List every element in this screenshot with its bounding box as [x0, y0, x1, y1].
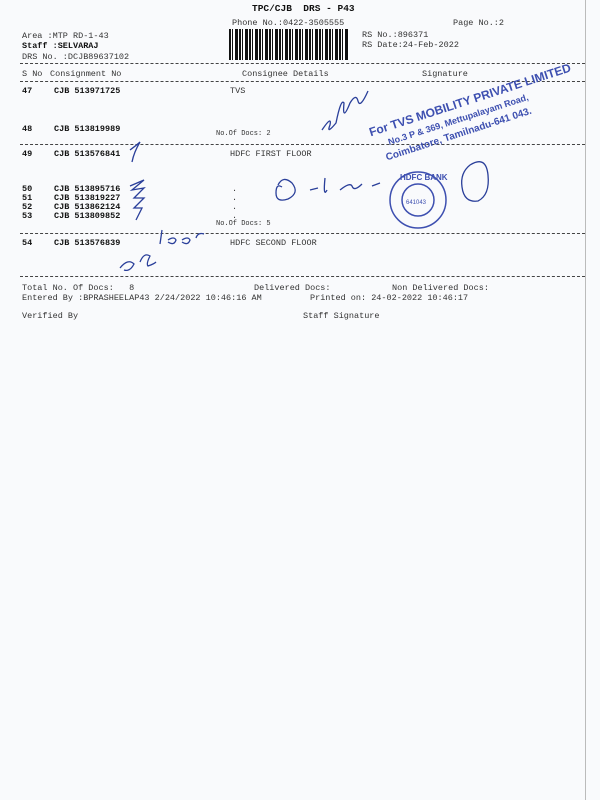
divider: [20, 81, 585, 82]
svg-text:HDFC BANK: HDFC BANK: [400, 173, 448, 182]
rs-number: RS No.:896371: [362, 30, 429, 40]
row-consignment: CJB 513576839: [54, 238, 121, 248]
tick-mark: [129, 179, 146, 221]
non-delivered-docs: Non Delivered Docs:: [392, 283, 489, 293]
tvs-signature: [321, 90, 369, 131]
divider: [20, 63, 585, 64]
drs-number: DRS No. :DCJB89637102: [22, 52, 130, 62]
row-details: .: [232, 193, 238, 203]
col-details: Consignee Details: [242, 69, 329, 79]
row-consignment: CJB 513895716: [54, 184, 121, 194]
row-sno: 54: [22, 238, 33, 248]
col-consignment: Consignment No: [50, 69, 122, 79]
row-consignment: CJB 513819989: [54, 124, 121, 134]
phone: Phone No.:0422-3505555: [232, 18, 345, 28]
row-sno: 51: [22, 193, 33, 203]
divider: [20, 276, 585, 277]
col-signature: Signature: [422, 69, 468, 79]
row-sno: 48: [22, 124, 33, 134]
svg-text:641043: 641043: [406, 200, 427, 206]
verified-by: Verified By: [22, 311, 79, 321]
barcode: [229, 29, 349, 60]
row-consignment: CJB 513576841: [54, 149, 121, 159]
group-doc-count: No.Of Docs: 2: [216, 130, 271, 138]
row-details: .: [232, 202, 238, 212]
hdfc-signature: [275, 177, 381, 201]
row-consignment: CJB 513971725: [54, 86, 121, 96]
total-docs: Total No. Of Docs: 8: [22, 283, 135, 293]
entered-by: Entered By :BPRASHEELAP43 2/24/2022 10:4…: [22, 293, 262, 303]
divider: [20, 144, 585, 145]
area: Area :MTP RD-1-43: [22, 31, 109, 41]
row-sno: 47: [22, 86, 33, 96]
doc-title: TPC/CJB DRS - P43: [252, 3, 355, 14]
page-number: Page No.:2: [453, 18, 505, 28]
staff-signature: Staff Signature: [303, 311, 380, 321]
group-doc-count: No.Of Docs: 5: [216, 220, 271, 228]
handwriting-and-stamps: For TVS MOBILITY PRIVATE LIMITED No.3 P …: [119, 61, 573, 272]
page-edge: [585, 0, 586, 800]
signature-scribbles: [119, 90, 489, 272]
rs-date: RS Date:24-Feb-2022: [362, 40, 459, 50]
divider: [20, 233, 585, 234]
delivered-docs: Delivered Docs:: [254, 283, 331, 293]
row-details: HDFC FIRST FLOOR: [230, 149, 312, 159]
staff: Staff :SELVARAJ: [22, 41, 99, 51]
row-details: HDFC SECOND FLOOR: [230, 238, 317, 248]
row-sno: 49: [22, 149, 33, 159]
row-details: .: [232, 184, 238, 194]
row-sno: 53: [22, 211, 33, 221]
floor-note: [119, 229, 205, 272]
tick-mark: [129, 141, 141, 163]
printed-on: Printed on: 24-02-2022 10:46:17: [310, 293, 469, 303]
row-consignment: CJB 513862124: [54, 202, 121, 212]
row-sno: 50: [22, 184, 33, 194]
row-details: TVS: [230, 86, 246, 96]
row-consignment: CJB 513809852: [54, 211, 121, 221]
hdfc-bank-stamp: HDFC BANK 641043: [389, 171, 448, 229]
tvs-company-stamp: For TVS MOBILITY PRIVATE LIMITED No.3 P …: [367, 61, 573, 164]
row-details: .: [232, 211, 238, 221]
row-sno: 52: [22, 202, 33, 212]
initial-circle: [461, 161, 489, 202]
col-sno: S No: [22, 69, 43, 79]
row-consignment: CJB 513819227: [54, 193, 121, 203]
